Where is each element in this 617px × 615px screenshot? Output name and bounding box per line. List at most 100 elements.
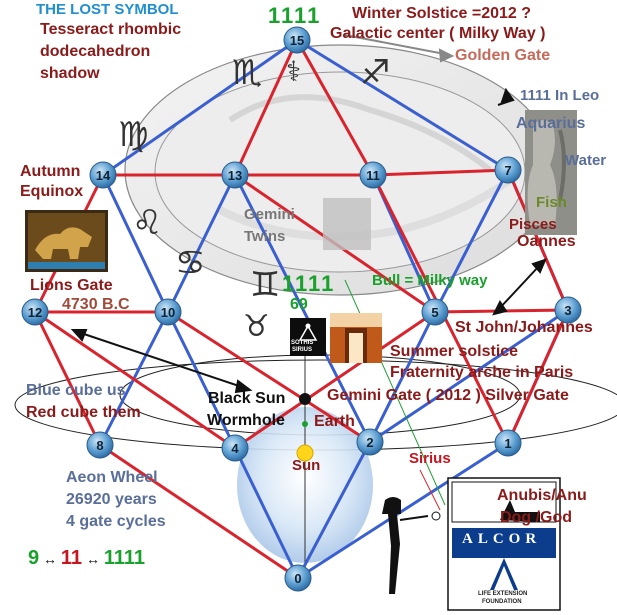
anubis-label: Anubis/Anu [497,487,587,504]
wormhole-label: Wormhole [207,412,285,429]
lions-gate-label-1: Lions Gate [30,277,113,294]
aeon-wheel-label: Aeon Wheel [66,469,158,486]
bull-label: Bull = Milky way [372,272,488,289]
sothis-text: SOTHIS [291,340,314,346]
seq-arrow-2: ↔ [82,551,104,567]
sequence-9-11-1111: 9 ↔ 11 ↔ 1111 [28,548,145,569]
subtitle-line-2: dodecahedron [40,43,151,60]
sirius-beam-red [419,469,441,511]
alcor-text: ALCOR [462,531,542,547]
node-10: 10 [154,298,182,326]
autumn-label-line-1: Autumn [20,163,81,180]
node-11: 11 [359,161,387,189]
seq-9: 9 [28,547,40,569]
top-number: 1111 [268,3,322,28]
alcor-sub-1: LIFE EXTENSION [478,591,528,597]
earth-dot [302,421,308,427]
subtitle-line-3: shadow [40,65,100,82]
node-group: 15 14 13 11 7 12 10 5 3 8 4 2 1 0 [21,26,582,592]
grande-arche-photo [330,313,382,363]
node-5: 5 [421,298,449,326]
summer-solstice-label: Summer solstice [390,343,519,360]
pisces-label: Pisces [509,216,557,233]
node-7: 7 [494,156,522,184]
st-john-label: St John/Johannes [455,319,593,336]
svg-text:5: 5 [431,305,438,320]
node-15: 15 [283,26,311,54]
svg-text:14: 14 [96,168,111,183]
gemini-twins-image [323,198,371,250]
sun-label: Sun [292,457,321,474]
node-8: 8 [86,431,114,459]
blue-cube-label: Blue cube us [26,382,126,399]
seq-arrow-1: ↔ [39,551,61,567]
svg-text:12: 12 [28,305,42,320]
node-14: 14 [89,161,117,189]
red-cube-edges [33,39,570,580]
ophiuchus-icon: ⚕ [286,55,302,88]
svg-text:11: 11 [366,168,380,183]
lion-gate-image [25,210,108,272]
svg-text:7: 7 [504,163,511,178]
virgo-icon: ♍ [118,115,149,155]
sothis-badge [290,318,326,356]
aeon-years-label: 26920 years [66,491,157,508]
node-3: 3 [554,296,582,324]
sagittarius-icon: ♐ [360,53,391,93]
title: THE LOST SYMBOL [36,1,179,18]
alcor-sub-2: FOUNDATION [482,599,522,605]
sirius-label: Sirius [409,450,451,467]
fraternity-arche-label: Fraternity arche in Paris [390,364,574,381]
aquarius-label: Aquarius [516,115,586,132]
sirius-badge-text: SIRIUS [292,347,313,353]
svg-text:3: 3 [564,303,571,318]
subtitle-line-1: Tesseract rhombic [40,21,182,38]
svg-text:4: 4 [231,441,239,456]
node-2: 2 [356,428,384,456]
annotation-arrows [70,34,547,394]
gemini-twins-label-2: Twins [244,228,286,245]
black-sun-label: Black Sun [208,390,286,407]
red-cube-label: Red cube them [26,404,141,421]
taurus-icon: ♉ [243,309,270,344]
svg-text:1: 1 [504,436,511,451]
aquarius-statue [525,110,577,235]
svg-text:13: 13 [228,168,242,183]
oannes-label: Oannes [517,233,576,250]
cancer-icon: ♋ [175,243,206,283]
svg-text:0: 0 [294,571,301,586]
anubis-scene [382,477,561,611]
dog-god-label: Dog /God [500,509,572,526]
golden-gate-label: Golden Gate [455,47,551,64]
autumn-label-line-2: Equinox [20,183,84,200]
center-69: 69 [290,296,308,313]
gemini-gate-label: Gemini Gate ( 2012 ) Silver Gate [327,387,569,404]
node-13: 13 [221,161,249,189]
fish-label: Fish [536,194,567,211]
leo-icon: ♌ [132,203,163,243]
node-12: 12 [21,298,49,326]
node-0: 0 [284,564,312,592]
node-1: 1 [494,429,522,457]
svg-text:10: 10 [161,305,175,320]
center-number: 1111 [282,271,336,296]
seq-1111: 1111 [103,547,146,569]
winter-solstice-line-2: Galactic center ( Milky Way ) [330,25,546,42]
lions-gate-label-2: 4730 B.C [62,296,130,313]
gemini-icon: ♊ [250,265,281,305]
svg-text:8: 8 [96,438,103,453]
black-sun-dot [299,393,311,405]
earth-label: Earth [314,413,355,430]
seq-11: 11 [60,547,83,569]
node-4: 4 [221,434,249,462]
water-label: Water [565,152,607,169]
in-leo-label: 1111 In Leo [520,87,600,104]
aeon-cycles-label: 4 gate cycles [66,513,166,530]
winter-solstice-line-1: Winter Solstice =2012 ? [352,5,532,22]
scorpio-icon: ♏ [232,53,263,93]
gemini-twins-label-1: Gemini [244,206,295,223]
sun-dot [296,444,314,462]
svg-text:2: 2 [366,435,373,450]
